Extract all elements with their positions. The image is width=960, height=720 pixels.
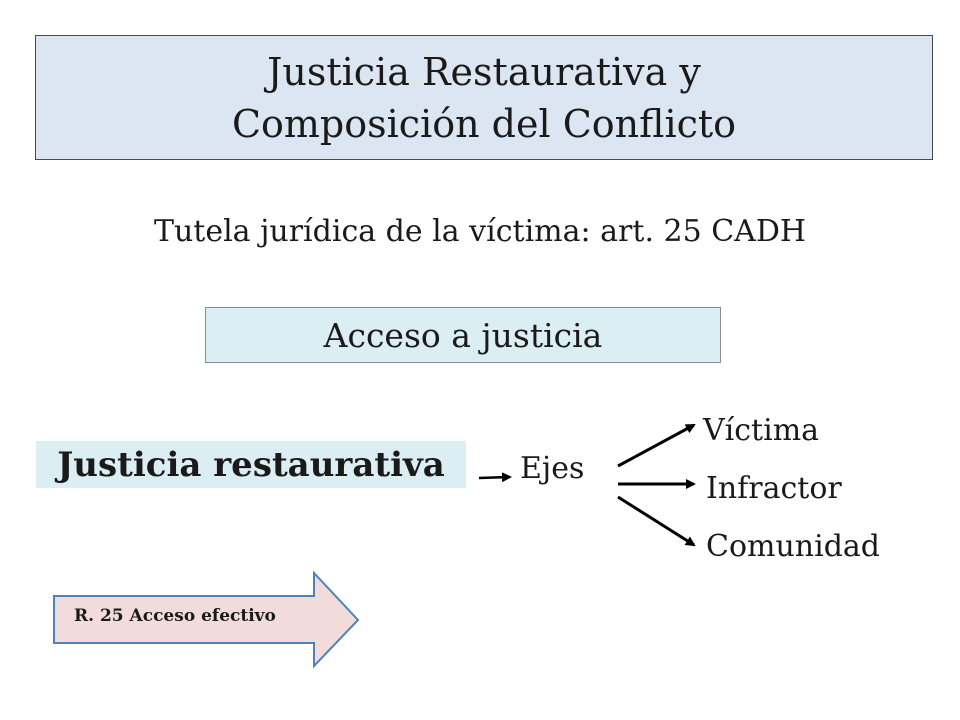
victima-label: Víctima xyxy=(703,413,820,448)
arrow-to-comunidad xyxy=(617,495,696,547)
ejes-label: Ejes xyxy=(520,451,585,486)
infractor-label: Infractor xyxy=(706,471,842,506)
arrow-to-victima xyxy=(617,423,696,468)
access-justice-box: Acceso a justicia xyxy=(205,307,721,363)
comunidad-label: Comunidad xyxy=(706,529,880,564)
title-box: Justicia Restaurativa y Composición del … xyxy=(35,35,933,160)
restorative-justice-label: Justicia restaurativa xyxy=(36,441,466,488)
subtitle: Tutela jurídica de la víctima: art. 25 C… xyxy=(153,214,807,249)
arrow-to-ejes xyxy=(478,472,512,483)
block-arrow-shape xyxy=(53,570,360,669)
title-line-2: Composición del Conflicto xyxy=(231,101,737,146)
title-line-1: Justicia Restaurativa y xyxy=(267,49,701,94)
block-arrow-label: R. 25 Acceso efectivo xyxy=(74,606,276,626)
